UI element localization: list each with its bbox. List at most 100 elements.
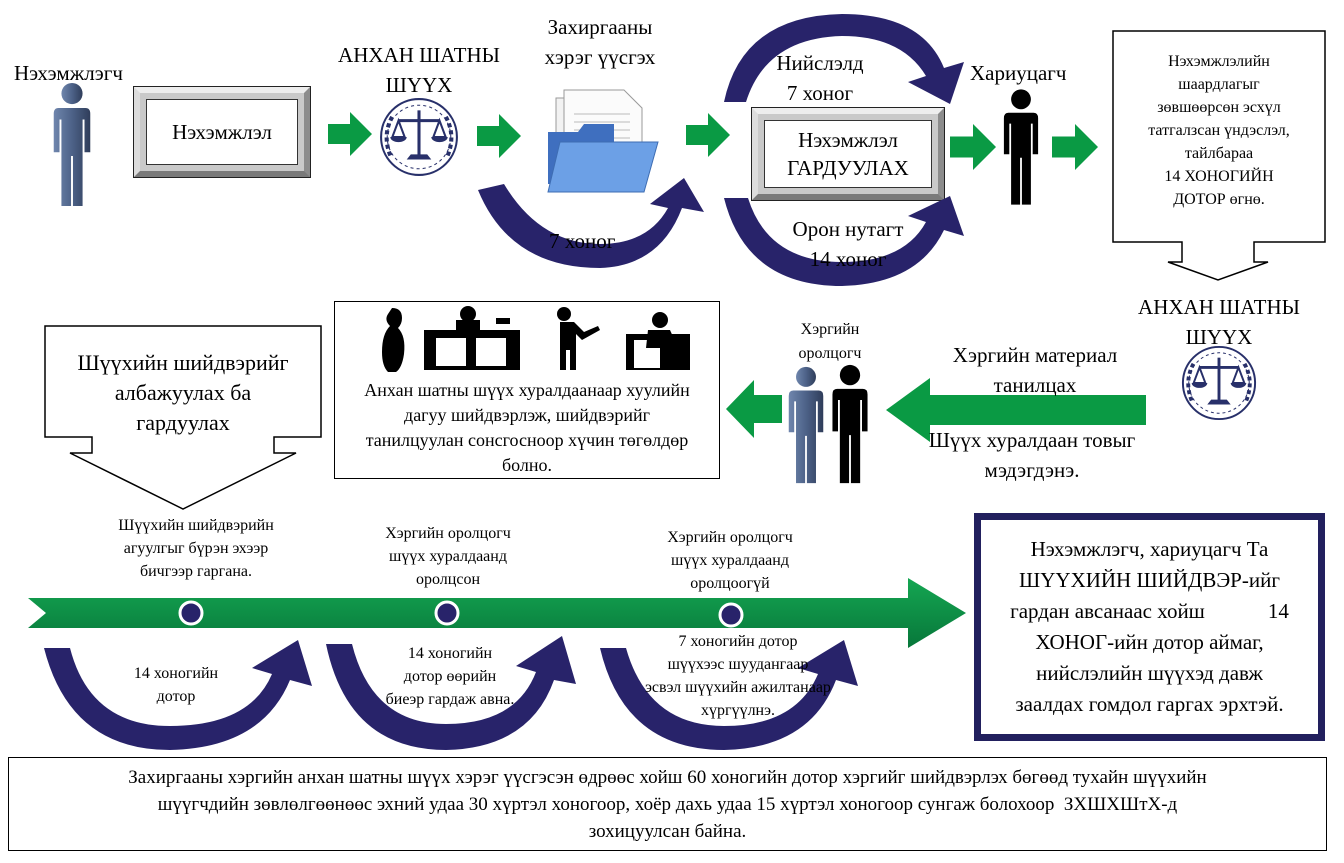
participants-line2: оролцогч <box>798 345 862 362</box>
green-arrow-icon <box>477 114 521 158</box>
timeline-text-line: агуулгыг бүрэн эхээр <box>123 540 269 557</box>
hearing-text: Анхан шатны шүүх хуралдаанаар хуулийн да… <box>336 378 718 478</box>
decision-delivery-callout-shape <box>44 325 322 510</box>
first-court-line1: АНХАН ШАТНЫ <box>338 43 500 67</box>
green-left-arrow-icon <box>726 380 782 438</box>
green-arrow-icon <box>328 112 372 156</box>
timeline-arrow <box>28 578 966 648</box>
deliver-line1: Нэхэмжлэл <box>798 128 898 152</box>
timeline-below-1: 14 хоногийн дотор <box>96 662 256 708</box>
timeline-text-line: биеэр гардаж авна. <box>385 691 515 708</box>
appeal-line: ШҮҮХИЙН ШИЙДВЭР-ийг <box>1019 568 1280 592</box>
participant-person-icon <box>832 364 868 484</box>
response-line: шаардлагыг <box>1178 76 1260 93</box>
hearing-line: дагуу шийдвэрлэж, шийдвэрийг <box>404 405 650 425</box>
folder-documents-icon <box>547 89 659 193</box>
timeline-dot-icon <box>718 602 744 628</box>
capital-line2: 7 хоног <box>786 81 854 105</box>
first-court-label: АНХАН ШАТНЫ ШҮҮХ <box>326 40 512 100</box>
claim-box-label: Нэхэмжлэл <box>172 120 272 144</box>
defendant-label: Хариуцагч <box>970 61 1067 85</box>
timeline-below-3: 7 хоногийн дотор шүүхээс шуудангаар эсвэ… <box>628 630 848 722</box>
deliver-line2: ГАРДУУЛАХ <box>787 156 909 180</box>
timeline-text-line: оролцсон <box>416 571 480 588</box>
hearing-line: Анхан шатны шүүх хуралдаанаар хуулийн <box>364 380 690 400</box>
appeal-line: гардан авсанаас хойш 14 <box>1010 599 1289 623</box>
timeline-above-3: Хэргийн оролцогч шүүх хуралдаанд оролцоо… <box>630 526 830 595</box>
participants-label: Хэргийн оролцогч <box>780 318 880 366</box>
timeline-text-line: бичгээр гаргана. <box>139 563 253 580</box>
defendant-person-icon <box>1003 89 1039 205</box>
response-line: татгалзсан үндэслэл, <box>1148 122 1290 139</box>
plaintiff-person-icon <box>53 82 91 207</box>
material-arrow <box>886 378 1146 442</box>
plaintiff-label: Нэхэмжлэгч <box>14 61 123 85</box>
footer-note: Захиргааны хэргийн анхан шатны шүүх хэрэ… <box>8 757 1327 851</box>
green-arrow-icon <box>686 113 730 157</box>
first-court-line2: ШҮҮХ <box>385 73 453 97</box>
response-line: тайлбараа <box>1184 145 1254 162</box>
decision-delivery-line: албажуулах ба <box>114 380 252 405</box>
claim-box: Нэхэмжлэл <box>134 87 310 177</box>
appeal-line: Нэхэмжлэгч, хариуцагч Та <box>1030 537 1269 561</box>
decision-delivery-line: гардуулах <box>136 410 230 435</box>
timeline-below-2: 14 хоногийн дотор өөрийн биеэр гардаж ав… <box>360 642 540 711</box>
courtroom-icon <box>382 306 690 372</box>
timeline-text-line: дотор <box>156 688 196 705</box>
material-line1: Хэргийн материал <box>952 343 1118 367</box>
hearing-date-line1: Шүүх хуралдаан товыг <box>928 428 1136 452</box>
hearing-line: танилцуулан сонсгосноор хүчин төгөлдөр <box>365 430 689 450</box>
green-arrow-icon <box>950 124 996 170</box>
response-line: ДОТОР өгнө. <box>1173 191 1265 208</box>
participant-person-icon <box>788 366 824 484</box>
timeline-above-1: Шүүхийн шийдвэрийн агуулгыг бүрэн эхээр … <box>86 514 306 583</box>
response-line: 14 ХОНОГИЙН <box>1164 168 1274 185</box>
timeline-text-line: шүүх хуралдаанд <box>389 548 507 565</box>
admin-case-line2: хэрэг үүсгэх <box>544 45 656 69</box>
curved-arrow-local <box>724 196 964 286</box>
material-label: Хэргийн материал танилцах <box>930 340 1140 400</box>
curved-arrow-timeline-2 <box>326 636 576 750</box>
capital-line1: Нийслэлд <box>776 51 864 75</box>
decision-delivery-text: Шүүхийн шийдвэрийг албажуулах ба гардуул… <box>44 348 322 438</box>
local-line2: 14 хоног <box>809 247 887 271</box>
hearing-date-line2: мэдэгдэнэ. <box>984 458 1080 482</box>
material-line2: танилцах <box>993 373 1077 397</box>
timeline-dot-icon <box>434 600 460 626</box>
hearing-line: болно. <box>501 455 553 475</box>
appeal-line: ХОНОГ-ийн дотор аймаг, <box>1035 630 1264 654</box>
response-line: зөвшөөрсөн эсхүл <box>1157 99 1281 116</box>
court2-label: АНХАН ШАТНЫ ШҮҮХ <box>1124 292 1314 352</box>
curved-arrow-timeline-3 <box>600 640 858 750</box>
timeline-dot-icon <box>178 600 204 626</box>
court-scales-icon <box>378 96 460 178</box>
green-arrow-icon <box>1052 124 1098 170</box>
days-7-label: 7 хоног <box>549 229 616 253</box>
curved-arrow-timeline-1 <box>44 640 312 750</box>
curved-arrow-7-days <box>478 178 704 268</box>
timeline-text-line: 14 хоногийн <box>407 645 493 662</box>
timeline-text-line: Хэргийн оролцогч <box>385 525 511 542</box>
timeline-text-line: 7 хоногийн дотор <box>678 633 798 650</box>
timeline-above-2: Хэргийн оролцогч шүүх хуралдаанд оролцсо… <box>348 522 548 591</box>
participants-line1: Хэргийн <box>800 321 860 338</box>
appeal-line: заалдах гомдол гаргах эрхтэй. <box>1015 692 1284 716</box>
timeline-text-line: дотор өөрийн <box>403 668 497 685</box>
footer-line: зохицуулсан байна. <box>588 821 747 842</box>
hearing-date-label: Шүүх хуралдаан товыг мэдэгдэнэ. <box>912 425 1152 485</box>
court2-line1: АНХАН ШАТНЫ <box>1138 295 1300 319</box>
timeline-text-line: эсвэл шүүхийн ажилтанаар <box>645 679 831 696</box>
timeline-text-line: шүүхээс шуудангаар <box>667 656 809 673</box>
footer-line: Захиргааны хэргийн анхан шатны шүүх хэрэ… <box>128 767 1207 788</box>
admin-case-line1: Захиргааны <box>547 15 653 39</box>
timeline-text-line: шүүх хуралдаанд <box>671 552 789 569</box>
deliver-claim-box: Нэхэмжлэл ГАРДУУЛАХ <box>752 108 944 200</box>
curved-arrow-capital <box>724 14 964 104</box>
appeal-box: Нэхэмжлэгч, хариуцагч Та ШҮҮХИЙН ШИЙДВЭР… <box>974 513 1325 741</box>
response-line: Нэхэмжлэлийн <box>1168 53 1270 70</box>
local-label: Орон нутагт 14 хоног <box>770 214 926 274</box>
court2-line2: ШҮҮХ <box>1185 325 1253 349</box>
timeline-text-line: Шүүхийн шийдвэрийн <box>118 517 274 534</box>
timeline-text-line: 14 хоногийн <box>133 665 219 682</box>
admin-case-label: Захиргааны хэрэг үүсгэх <box>530 12 670 72</box>
